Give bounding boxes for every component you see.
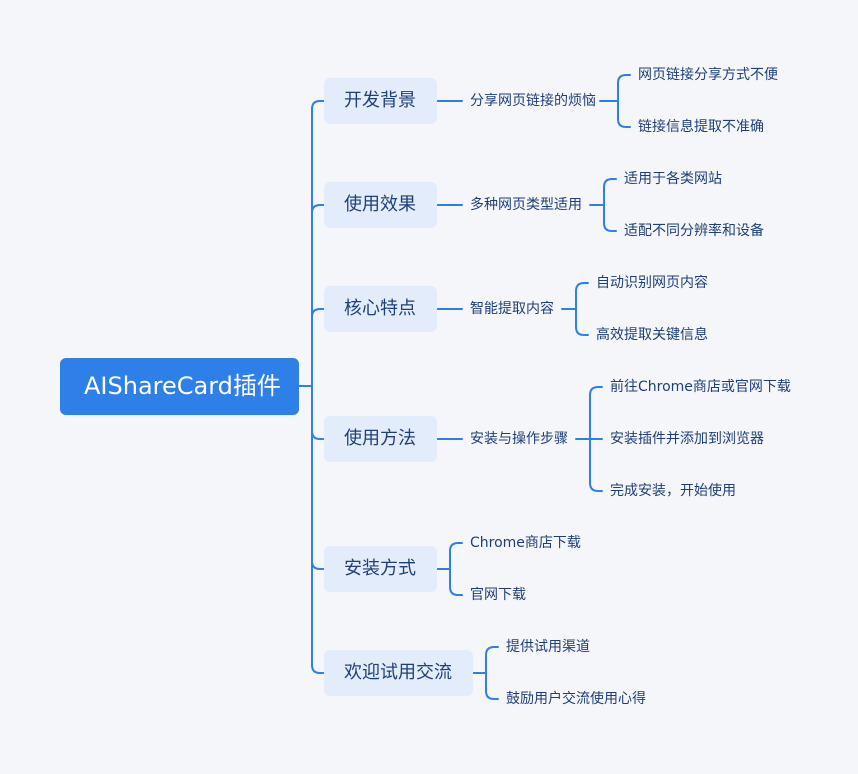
sub-node-features[interactable]: 智能提取内容 [470, 301, 554, 317]
root-connector-arm [311, 204, 325, 387]
leaf-node[interactable]: 网页链接分享方式不便 [638, 67, 778, 83]
branch-node-usage[interactable]: 使用方法 [324, 416, 437, 462]
branch-node-background[interactable]: 开发背景 [324, 78, 437, 124]
sub-node-usage[interactable]: 安装与操作步骤 [470, 431, 568, 447]
root-connector-arm [311, 100, 325, 387]
root-connector-arm [311, 385, 325, 674]
sub-connector-0-arm [617, 74, 631, 102]
sub-connector-1-arm [603, 204, 617, 232]
root-connector-arm [311, 385, 325, 570]
branch-node-effect[interactable]: 使用效果 [324, 182, 437, 228]
branch-connector-5-arm [485, 646, 499, 674]
sub-connector-0-arm [617, 100, 631, 128]
sub-node-background[interactable]: 分享网页链接的烦恼 [470, 93, 596, 109]
leaf-node[interactable]: 官网下载 [470, 587, 526, 603]
sub-connector-3-arm [589, 386, 603, 440]
root-connector-arm [311, 308, 325, 387]
sub-connector-1-arm [603, 178, 617, 206]
sub-connector-3-arm [589, 438, 603, 492]
sub-node-effect[interactable]: 多种网页类型适用 [470, 197, 582, 213]
branch-connector-4-arm [449, 542, 463, 570]
leaf-node[interactable]: 链接信息提取不准确 [638, 119, 764, 135]
leaf-node[interactable]: 适用于各类网站 [624, 171, 722, 187]
leaf-node[interactable]: 前往Chrome商店或官网下载 [610, 379, 791, 395]
leaf-node[interactable]: 鼓励用户交流使用心得 [506, 691, 646, 707]
leaf-node[interactable]: 适配不同分辨率和设备 [624, 223, 764, 239]
leaf-node[interactable]: Chrome商店下载 [470, 535, 581, 551]
branch-node-features[interactable]: 核心特点 [324, 286, 437, 332]
branch-connector-5-arm [485, 672, 499, 700]
branch-connector-4-arm [449, 568, 463, 596]
root-node[interactable]: AIShareCard插件 [60, 358, 299, 415]
leaf-node[interactable]: 高效提取关键信息 [596, 327, 708, 343]
branch-node-welcome[interactable]: 欢迎试用交流 [324, 650, 473, 696]
branch-node-install[interactable]: 安装方式 [324, 546, 437, 592]
leaf-node[interactable]: 提供试用渠道 [506, 639, 590, 655]
sub-connector-2-arm [575, 282, 589, 310]
sub-connector-2-arm [575, 308, 589, 336]
leaf-node[interactable]: 完成安装，开始使用 [610, 483, 736, 499]
leaf-node[interactable]: 安装插件并添加到浏览器 [610, 431, 764, 447]
root-connector-arm [311, 385, 325, 440]
leaf-node[interactable]: 自动识别网页内容 [596, 275, 708, 291]
